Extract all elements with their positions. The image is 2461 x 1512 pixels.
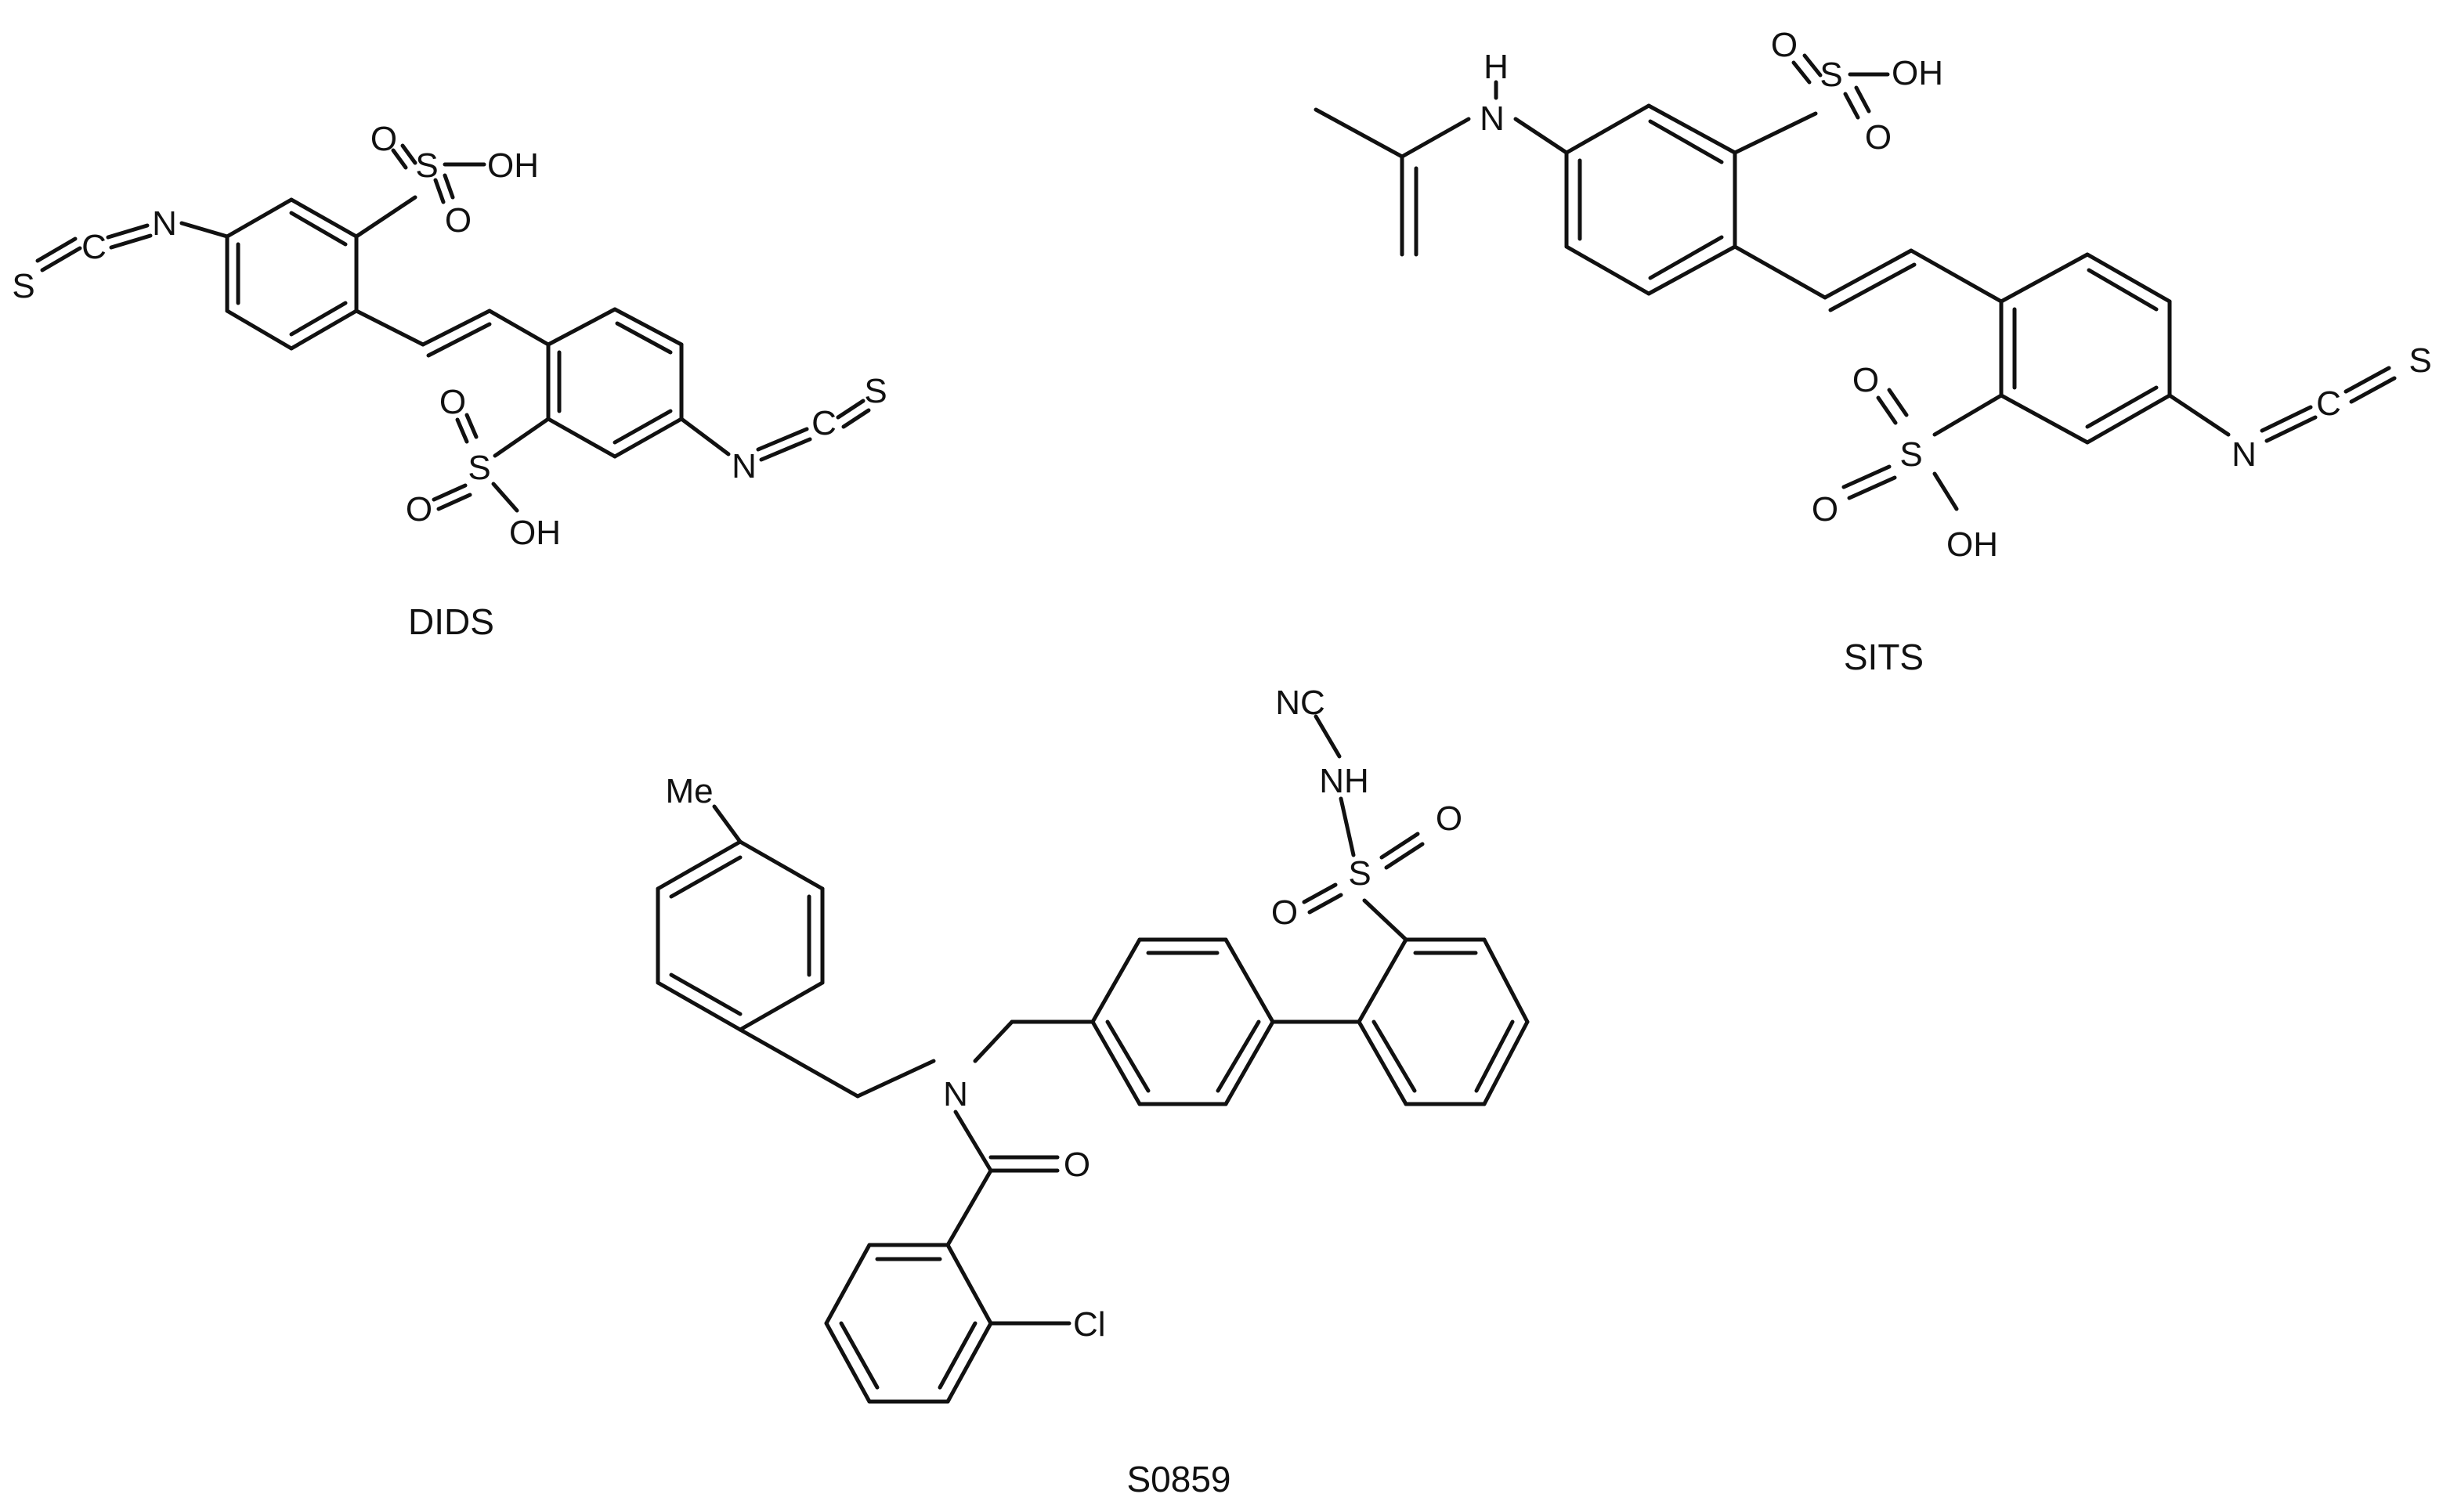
sits-atom-o-top2: O (1865, 118, 1892, 157)
sits-atom-oh-bottom: OH (1946, 525, 1998, 564)
dids-atom-s-right: S (864, 372, 887, 410)
s0859-atom-o-sulfonyl1: O (1436, 799, 1462, 838)
dids-atom-oh-top: OH (487, 146, 539, 185)
s0859-atom-nh: NH (1319, 762, 1369, 800)
dids-atom-s-left: S (12, 267, 34, 305)
dids-atom-o-top1: O (370, 120, 397, 158)
sits-atom-n-amine: N (1480, 99, 1505, 138)
dids-structure: S C N O S O OH O S O OH N C S DIDS (12, 120, 887, 642)
sits-atom-s-sulfonyl-top: S (1820, 56, 1842, 94)
dids-atom-s-sulfonyl-bottom: S (468, 449, 490, 487)
s0859-atom-o-sulfonyl2: O (1271, 893, 1298, 932)
dids-atom-o-bottom1: O (439, 383, 466, 421)
sits-atom-s-right: S (2409, 341, 2431, 380)
sits-atom-o-bottom1: O (1852, 361, 1879, 399)
dids-bonds (35, 143, 871, 513)
dids-atom-oh-bottom: OH (509, 514, 561, 552)
dids-atom-c-left: C (81, 228, 107, 266)
sits-atom-n-right: N (2232, 435, 2257, 474)
dids-atom-s-sulfonyl-top: S (415, 146, 438, 185)
s0859-structure: Me N O Cl NC NH S O O S0859 (656, 684, 1530, 1499)
sits-structure: H N O S O OH O S O OH N C S SITS (1314, 26, 2432, 677)
sits-atom-o-top1: O (1771, 26, 1798, 64)
dids-atom-c-right: C (811, 404, 837, 442)
sits-caption: SITS (1844, 637, 1924, 677)
sits-atom-c-right: C (2316, 384, 2341, 423)
sits-atom-oh-top: OH (1892, 54, 1943, 92)
dids-atom-n-left: N (152, 204, 177, 243)
dids-atom-o-top2: O (445, 201, 472, 240)
dids-atom-n-right: N (732, 447, 757, 485)
sits-atom-h-amine: H (1483, 48, 1509, 86)
s0859-atom-o-carbonyl: O (1064, 1146, 1090, 1184)
s0859-atom-s-sulfonyl: S (1348, 854, 1371, 893)
s0859-atom-cl: Cl (1073, 1305, 1106, 1344)
s0859-caption: S0859 (1126, 1459, 1230, 1499)
sits-atom-s-sulfonyl-bottom: S (1899, 435, 1922, 474)
s0859-atom-n-amide: N (943, 1075, 968, 1113)
sits-atom-o-bottom2: O (1812, 490, 1838, 529)
dids-caption: DIDS (408, 601, 494, 642)
dids-atom-o-bottom2: O (406, 490, 432, 529)
s0859-atom-methyl: Me (665, 772, 713, 810)
s0859-atom-nc: NC (1275, 684, 1325, 722)
s0859-bonds (656, 714, 1530, 1404)
sits-bonds (1314, 53, 2397, 511)
